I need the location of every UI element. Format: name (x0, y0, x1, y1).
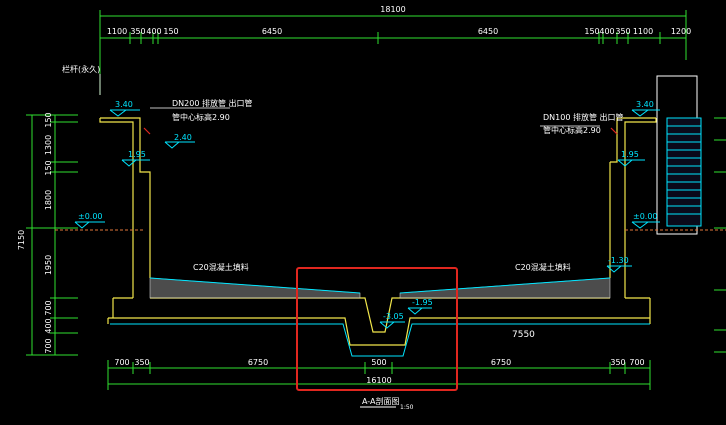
right-stair (656, 75, 702, 235)
railing-label: 栏杆(永久) (62, 64, 100, 74)
elev-left-pipe: 2.40 (174, 133, 192, 142)
section-scale: 1:50 (400, 404, 414, 411)
top-dim-8: 400 (599, 27, 614, 36)
bottom-dim-5: 6750 (491, 358, 511, 367)
elev-right-inner: 1.95 (621, 150, 639, 159)
bottom-dimension-chain (107, 360, 651, 390)
left-dim-6: 700 (44, 300, 53, 315)
elev-right-fill: -1.30 (608, 256, 629, 265)
pipe-right-label-2: 管中心标高2.90 (543, 125, 601, 135)
bottom-dim-7: 700 (629, 358, 644, 367)
top-overall-dim: 18100 (380, 5, 405, 14)
bottom-dim-4: 500 (371, 358, 386, 367)
elev-channel-a: -3.05 (383, 312, 404, 321)
top-dimension-chain (99, 10, 687, 95)
left-dim-3: 150 (44, 160, 53, 175)
elev-left-inner: 1.95 (128, 150, 146, 159)
bottom-dim-6: 350 (610, 358, 625, 367)
bottom-dim-labels: 700 350 6750 500 6750 350 700 16100 (114, 358, 644, 385)
section-title: A-A剖面图 1:50 (360, 396, 414, 411)
fill-right-label: C20混凝土填料 (515, 262, 571, 272)
top-dim-7: 150 (584, 27, 599, 36)
top-dim-9: 350 (615, 27, 630, 36)
elevation-markers (74, 109, 660, 329)
left-dim-8: 700 (44, 338, 53, 353)
bottom-dim-2: 350 (134, 358, 149, 367)
top-dim-10: 1100 (633, 27, 653, 36)
left-dim-2: 1300 (44, 135, 53, 155)
left-dim-4: 1800 (44, 190, 53, 210)
left-dim-7: 400 (44, 318, 53, 333)
bottom-dim-1: 700 (114, 358, 129, 367)
left-dim-1: 150 (44, 112, 53, 127)
highlight-box (296, 267, 458, 391)
elev-right-top: 3.40 (636, 100, 654, 109)
fill-left-label: C20混凝土填料 (193, 262, 249, 272)
bottom-dim-3: 6750 (248, 358, 268, 367)
left-dimension-chain (26, 114, 78, 356)
pipe-red-marks (143, 127, 618, 135)
elev-right-ground: ±0.00 (633, 212, 658, 221)
left-overall-dim: 7150 (17, 230, 26, 250)
left-dim-5: 1950 (44, 255, 53, 275)
pipe-left-label-1: DN200 排放管 出口管 (172, 98, 253, 108)
top-dim-5: 6450 (262, 27, 282, 36)
elevation-labels: 3.40 2.40 1.95 ±0.00 3.40 1.95 ±0.00 -1.… (78, 100, 658, 321)
top-dim-3: 400 (146, 27, 161, 36)
pipe-left-label-2: 管中心标高2.90 (172, 112, 230, 122)
section-title-text: A-A剖面图 (362, 396, 399, 406)
top-dim-1: 1100 (107, 27, 127, 36)
top-dim-labels: 1100 350 400 150 6450 6450 150 400 350 1… (107, 27, 691, 36)
span-right-dim: 7550 (512, 330, 535, 340)
top-dim-11: 1200 (671, 27, 691, 36)
top-dim-6: 6450 (478, 27, 498, 36)
top-dim-2: 350 (130, 27, 145, 36)
elev-left-top: 3.40 (115, 100, 133, 109)
elev-left-ground: ±0.00 (78, 212, 103, 221)
elev-channel-b: -1.95 (412, 298, 433, 307)
right-edge-ticks (714, 117, 726, 353)
bottom-overall-dim: 16100 (366, 376, 391, 385)
pipe-right-label-1: DN100 排放管 出口管 (543, 112, 624, 122)
pipe-leaders (99, 74, 600, 127)
foundation-lines (110, 277, 650, 357)
left-dim-labels: 150 1300 150 1800 1950 700 400 700 (44, 112, 53, 353)
top-dim-4: 150 (163, 27, 178, 36)
